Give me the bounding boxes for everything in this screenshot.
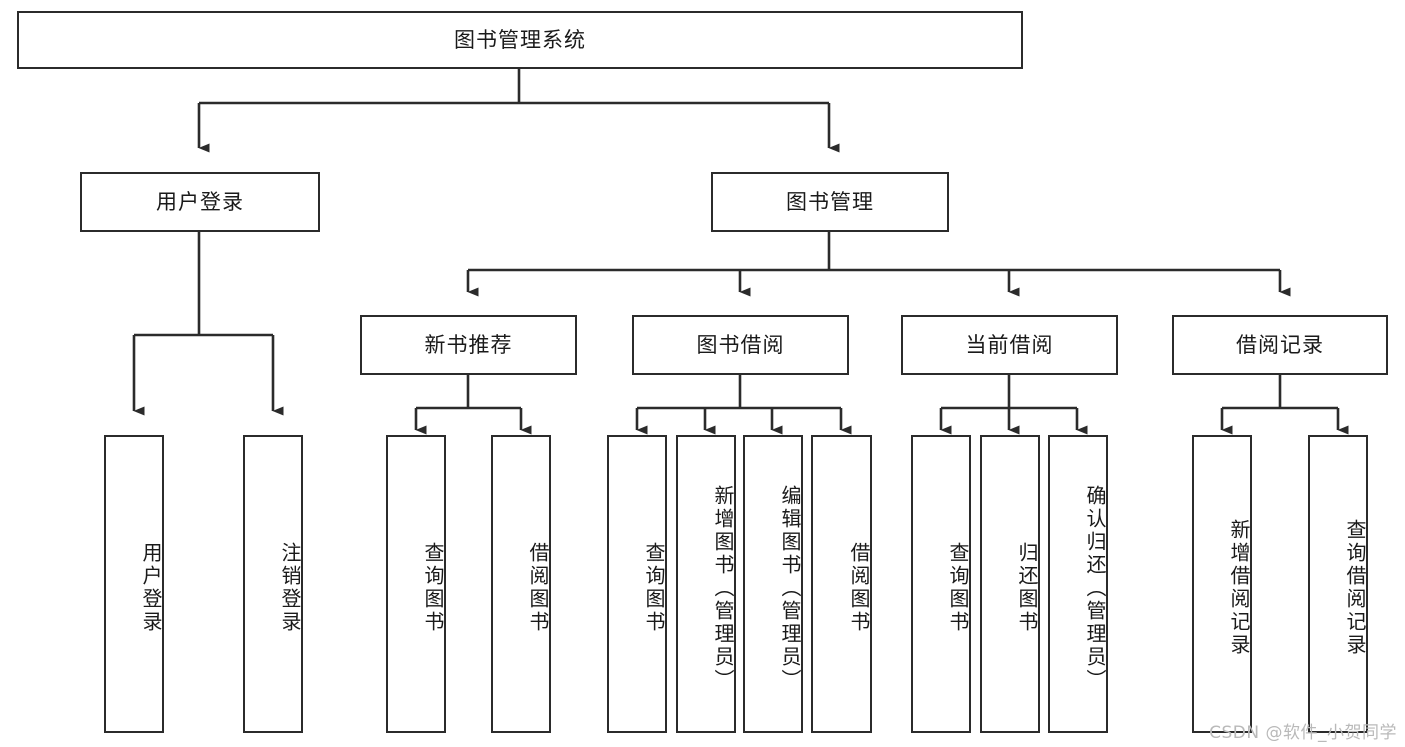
node-root[interactable]: 图书管理系统: [17, 11, 1023, 69]
node-current-borrow[interactable]: 当前借阅: [901, 315, 1118, 375]
node-borrow-record[interactable]: 借阅记录: [1172, 315, 1388, 375]
leaf-query-book-current-label: 查询图书: [946, 542, 970, 634]
node-user-login[interactable]: 用户登录: [80, 172, 320, 232]
csdn-watermark: CSDN @软件_小贺同学: [1209, 723, 1397, 743]
leaf-add-borrow-record[interactable]: 新增借阅记录: [1192, 435, 1252, 733]
leaf-confirm-return[interactable]: 确认归还（管理员）: [1048, 435, 1108, 733]
leaf-query-book-rec[interactable]: 查询图书: [386, 435, 446, 733]
leaf-borrow-book[interactable]: 借阅图书: [811, 435, 872, 733]
leaf-query-book-rec-label: 查询图书: [421, 542, 445, 634]
leaf-query-borrow-record-label: 查询借阅记录: [1343, 519, 1367, 657]
leaf-confirm-return-label: 确认归还（管理员）: [1083, 484, 1107, 692]
node-user-login-label: 用户登录: [156, 189, 244, 214]
node-book-borrow[interactable]: 图书借阅: [632, 315, 849, 375]
leaf-logout-login[interactable]: 注销登录: [243, 435, 303, 733]
leaf-user-login[interactable]: 用户登录: [104, 435, 164, 733]
leaf-return-book-label: 归还图书: [1015, 542, 1039, 634]
node-book-borrow-label: 图书借阅: [696, 332, 785, 357]
node-book-manage-label: 图书管理: [786, 189, 874, 214]
node-book-manage[interactable]: 图书管理: [711, 172, 949, 232]
leaf-query-book-borrow-label: 查询图书: [642, 542, 666, 634]
leaf-query-borrow-record[interactable]: 查询借阅记录: [1308, 435, 1368, 733]
node-root-label: 图书管理系统: [454, 27, 586, 52]
leaf-return-book[interactable]: 归还图书: [980, 435, 1040, 733]
leaf-borrow-book-rec[interactable]: 借阅图书: [491, 435, 551, 733]
leaf-user-login-label: 用户登录: [139, 542, 163, 634]
leaf-edit-book-label: 编辑图书（管理员）: [778, 484, 802, 692]
leaf-borrow-book-label: 借阅图书: [847, 542, 871, 634]
leaf-logout-login-label: 注销登录: [278, 542, 302, 634]
leaf-borrow-book-rec-label: 借阅图书: [526, 542, 550, 634]
leaf-query-book-current[interactable]: 查询图书: [911, 435, 971, 733]
node-new-book-rec-label: 新书推荐: [424, 332, 513, 357]
node-borrow-record-label: 借阅记录: [1236, 332, 1324, 357]
node-current-borrow-label: 当前借阅: [965, 332, 1054, 357]
leaf-add-borrow-record-label: 新增借阅记录: [1227, 519, 1251, 657]
leaf-add-book-label: 新增图书（管理员）: [711, 484, 735, 692]
node-new-book-rec[interactable]: 新书推荐: [360, 315, 577, 375]
leaf-query-book-borrow[interactable]: 查询图书: [607, 435, 667, 733]
leaf-edit-book[interactable]: 编辑图书（管理员）: [743, 435, 803, 733]
leaf-add-book[interactable]: 新增图书（管理员）: [676, 435, 736, 733]
